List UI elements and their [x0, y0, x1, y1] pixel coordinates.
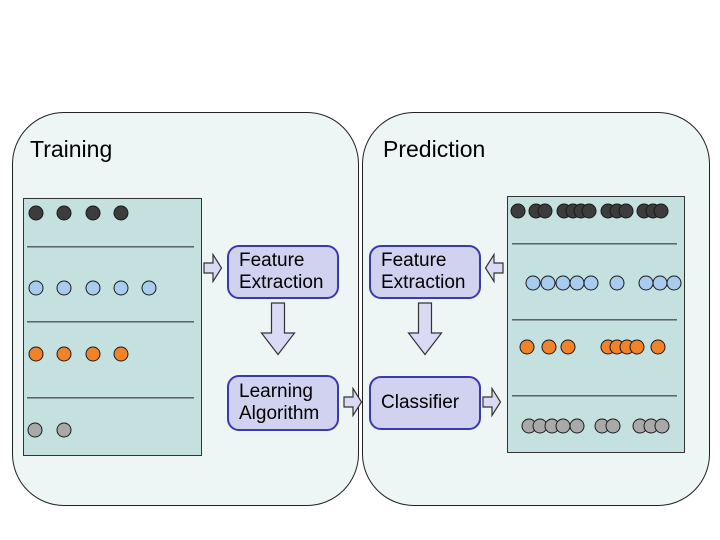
classifier-label: Classifier: [381, 391, 460, 413]
prediction-panel: Prediction Feature Extraction Classifier: [362, 112, 710, 506]
prediction-data-box: [507, 196, 685, 453]
prediction-feature-extraction-box: Feature Extraction: [369, 245, 481, 299]
prediction-feature-extraction-label-line1: Feature: [381, 249, 447, 271]
training-feature-extraction-label-line2: Extraction: [239, 272, 324, 293]
training-panel: Training Feature Extraction Learning Alg…: [12, 112, 359, 506]
prediction-feature-extraction-label-line2: Extraction: [381, 272, 466, 293]
classifier-box: Classifier: [369, 376, 481, 430]
training-feature-extraction-label-line1: Feature: [239, 249, 305, 271]
training-data-box: [23, 198, 202, 456]
learning-algorithm-label-line2: Algorithm: [239, 403, 320, 424]
learning-algorithm-box: Learning Algorithm: [227, 375, 339, 431]
training-title: Training: [30, 136, 113, 162]
prediction-title: Prediction: [383, 136, 486, 162]
learning-algorithm-label-line1: Learning: [239, 380, 313, 402]
training-feature-extraction-box: Feature Extraction: [227, 245, 339, 299]
